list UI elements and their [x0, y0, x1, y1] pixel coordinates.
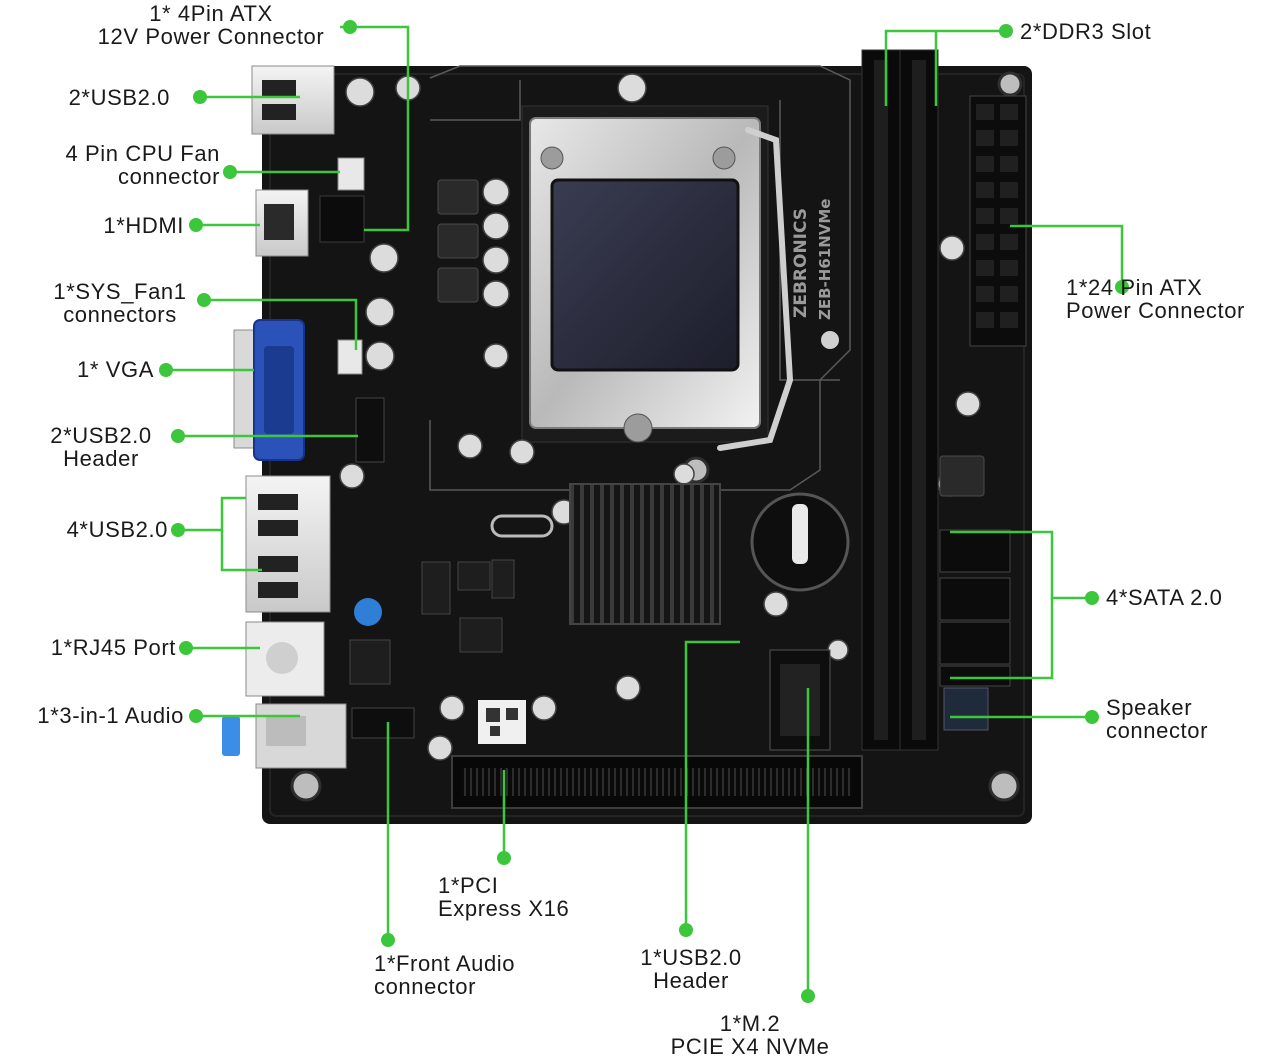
sata-ports	[939, 529, 1011, 687]
label-sys-fan-line2: connectors	[63, 302, 177, 327]
label-m2-line2: PCIE X4 NVMe	[670, 1034, 830, 1059]
label-atx12v-line1: 1* 4Pin ATX	[149, 1, 273, 26]
label-usb-header-left-line1: 2*USB2.0	[50, 423, 152, 448]
label-sata: 4*SATA 2.0	[1106, 586, 1222, 609]
label-ddr3: 2*DDR3 Slot	[1020, 20, 1151, 43]
io-hdmi	[255, 189, 309, 257]
qr-sticker	[478, 700, 526, 744]
label-front-audio-line2: connector	[374, 974, 477, 999]
speaker-header	[943, 687, 989, 731]
socket-window	[550, 178, 740, 372]
label-usb-header-left: 2*USB2.0 Header	[36, 424, 166, 470]
label-cpu-fan-line2: connector	[117, 164, 220, 189]
label-audio-line1: 1*3-in-1 Audio	[37, 703, 184, 728]
io-vga	[233, 319, 305, 461]
io-usb-top	[251, 65, 335, 135]
label-audio: 1*3-in-1 Audio	[0, 704, 184, 727]
label-vga: 1* VGA	[20, 358, 154, 381]
front-audio-header	[351, 707, 415, 739]
label-hdmi: 1*HDMI	[40, 214, 184, 237]
label-usb-header-bottom: 1*USB2.0 Header	[616, 946, 766, 992]
label-sata-line1: 4*SATA 2.0	[1106, 585, 1223, 610]
label-sys-fan: 1*SYS_Fan1 connectors	[30, 280, 210, 326]
mounting-holes	[290, 71, 1023, 802]
io-rj45	[245, 621, 325, 697]
label-cpu-fan: 4 Pin CPU Fan connector	[10, 142, 220, 188]
label-cpu-fan-line1: 4 Pin CPU Fan	[65, 141, 220, 166]
board-model: ZEB-H61NVMe	[816, 199, 834, 320]
label-pcie: 1*PCI Express X16	[438, 874, 569, 920]
label-ddr3-line1: 2*DDR3 Slot	[1020, 19, 1152, 44]
label-speaker: Speaker connector	[1106, 696, 1208, 742]
label-speaker-line1: Speaker	[1106, 695, 1193, 720]
label-m2-line1: 1*M.2	[719, 1011, 781, 1036]
ram-slots	[861, 49, 939, 751]
label-usb-top-line1: 2*USB2.0	[68, 85, 170, 110]
label-atx12v: 1* 4Pin ATX 12V Power Connector	[82, 2, 340, 48]
usb-header-left	[355, 397, 385, 463]
label-m2: 1*M.2 PCIE X4 NVMe	[652, 1012, 848, 1058]
capacitors	[339, 73, 981, 761]
chokes	[437, 179, 985, 497]
label-atx24: 1*24 Pin ATX Power Connector	[1066, 276, 1245, 322]
callout-lines	[166, 25, 1124, 996]
label-usb-header-left-line2: Header	[63, 446, 139, 471]
label-usb-quad-line1: 4*USB2.0	[66, 517, 168, 542]
label-usb-quad: 4*USB2.0	[20, 518, 168, 541]
board-brand: ZEBRONICS	[791, 208, 811, 318]
ics	[349, 559, 515, 685]
label-usb-top: 2*USB2.0	[20, 86, 170, 109]
label-pcie-line2: Express X16	[438, 896, 570, 921]
label-rj45: 1*RJ45 Port	[20, 636, 176, 659]
callout-dots	[159, 20, 1129, 1003]
chipset-heatsink	[569, 483, 721, 625]
label-front-audio: 1*Front Audio connector	[374, 952, 515, 998]
label-usb-header-bottom-line2: Header	[653, 968, 729, 993]
atx12v-header	[319, 195, 365, 243]
cpu-fan-header	[337, 157, 365, 191]
label-rj45-line1: 1*RJ45 Port	[50, 635, 176, 660]
label-atx12v-line2: 12V Power Connector	[97, 24, 325, 49]
label-usb-header-bottom-line1: 1*USB2.0	[640, 945, 742, 970]
blue-capacitor	[354, 598, 382, 626]
label-vga-line1: 1* VGA	[77, 357, 154, 382]
io-audio	[222, 703, 347, 769]
label-pcie-line1: 1*PCI	[438, 873, 499, 898]
label-hdmi-line1: 1*HDMI	[103, 213, 184, 238]
sys-fan-header	[337, 339, 363, 375]
label-sys-fan-line1: 1*SYS_Fan1	[53, 279, 187, 304]
label-atx24-line1: 1*24 Pin ATX	[1066, 275, 1203, 300]
label-front-audio-line1: 1*Front Audio	[374, 951, 516, 976]
label-speaker-line2: connector	[1106, 718, 1209, 743]
io-usb-quad	[245, 475, 331, 613]
label-atx24-line2: Power Connector	[1066, 298, 1245, 323]
